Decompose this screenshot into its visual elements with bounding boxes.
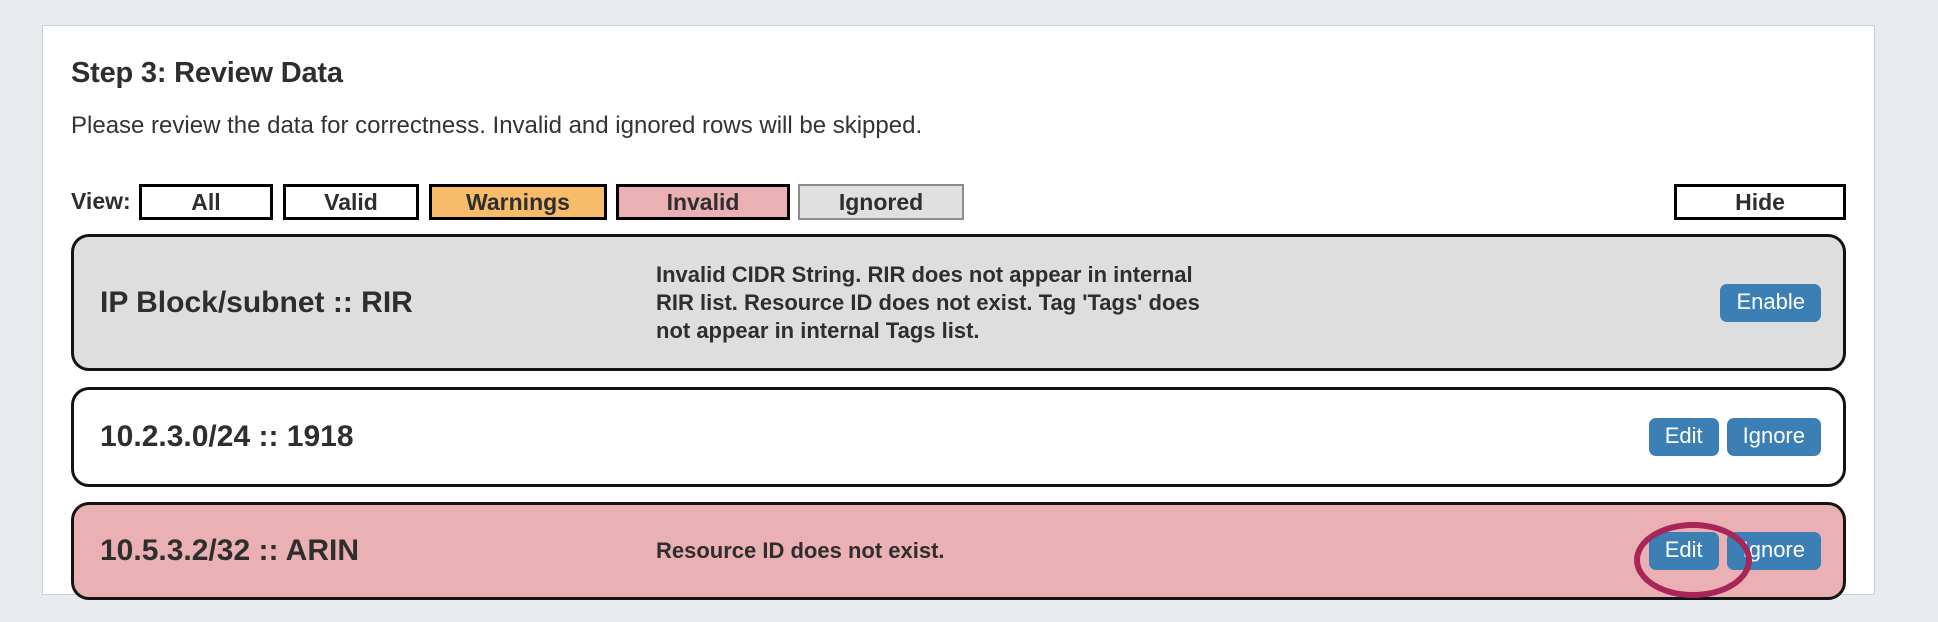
filter-button-all[interactable]: All — [139, 184, 273, 220]
ignore-button[interactable]: Ignore — [1726, 532, 1821, 570]
row-key: 10.2.3.0/24 :: 1918 — [100, 420, 354, 453]
filter-button-valid[interactable]: Valid — [283, 184, 419, 220]
row-key: IP Block/subnet :: RIR — [100, 285, 413, 319]
table-row[interactable]: 10.2.3.0/24 :: 1918 Edit Ignore — [71, 387, 1846, 487]
review-data-card: Step 3: Review Data Please review the da… — [42, 25, 1875, 600]
ignore-button[interactable]: Ignore — [1726, 418, 1821, 456]
page-title: Step 3: Review Data — [71, 57, 343, 89]
edit-button[interactable]: Edit — [1648, 532, 1719, 570]
filter-button-ignored[interactable]: Ignored — [798, 184, 964, 220]
row-message: Invalid CIDR String. RIR does not appear… — [656, 261, 1200, 343]
hide-button[interactable]: Hide — [1674, 184, 1846, 220]
edit-button[interactable]: Edit — [1648, 418, 1719, 456]
filter-button-invalid[interactable]: Invalid — [616, 184, 790, 220]
page-description: Please review the data for correctness. … — [71, 112, 923, 139]
row-key: 10.5.3.2/32 :: ARIN — [100, 534, 359, 567]
table-row[interactable]: IP Block/subnet :: RIR Invalid CIDR Stri… — [71, 234, 1846, 371]
table-row[interactable]: 10.5.3.2/32 :: ARIN Resource ID does not… — [71, 502, 1846, 600]
filter-bar: View: All Valid Warnings Invalid Ignored… — [71, 184, 1846, 222]
filter-button-warnings[interactable]: Warnings — [429, 184, 607, 220]
row-message: Resource ID does not exist. — [656, 538, 945, 563]
view-label: View: — [71, 188, 131, 214]
row-actions: Edit Ignore — [1648, 532, 1821, 570]
row-actions: Edit Ignore — [1648, 418, 1821, 456]
enable-button[interactable]: Enable — [1720, 283, 1821, 322]
row-actions: Enable — [1720, 283, 1821, 322]
review-rows-list: IP Block/subnet :: RIR Invalid CIDR Stri… — [71, 234, 1846, 600]
